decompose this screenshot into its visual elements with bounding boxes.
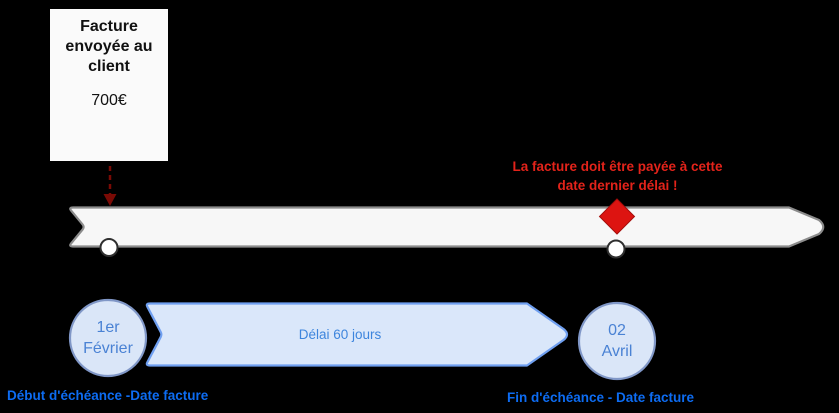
invoice-amount: 700€ (91, 92, 127, 109)
deadline-diamond-icon (598, 198, 636, 235)
deadline-note: La facture doit être payée à cette date … (460, 157, 775, 195)
start-date-circle (68, 298, 148, 378)
invoice-box-title: Facture envoyée au client (65, 18, 153, 75)
timeline-point-start (99, 238, 119, 257)
start-date-label: 1er Février (58, 317, 158, 359)
arrow-head-icon (103, 194, 117, 206)
timeline-band (69, 206, 825, 248)
timeline-point-end (606, 239, 626, 259)
invoice-box: Facture envoyée au client 700€ (48, 7, 170, 163)
start-date-day: 1er (96, 319, 120, 336)
deadline-note-line1: La facture doit être payée à cette (512, 159, 723, 174)
caption-end-date: Fin d'échéance - Date facture (507, 390, 695, 405)
caption-start-date: Début d'échéance -Date facture (7, 388, 209, 403)
duration-label: Délai 60 jours (298, 327, 382, 342)
deadline-note-line2: date dernier délai ! (557, 178, 678, 193)
end-date-circle (577, 301, 657, 381)
end-date-day: 02 (608, 322, 626, 339)
end-date-label: 02 Avril (567, 320, 667, 362)
duration-banner (145, 302, 569, 367)
end-date-month: Avril (601, 343, 633, 360)
start-date-month: Février (83, 340, 133, 357)
